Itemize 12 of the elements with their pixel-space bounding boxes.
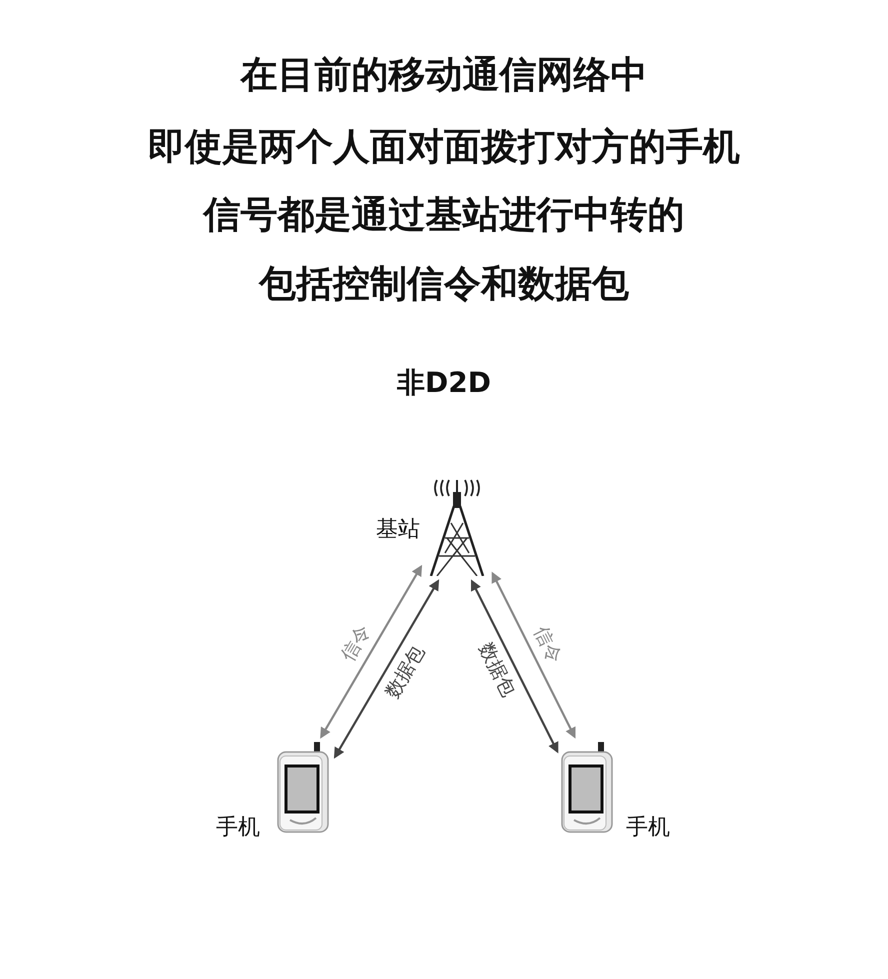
arrow	[320, 564, 422, 739]
phone-label: 手机	[626, 814, 670, 842]
arrow	[492, 572, 576, 739]
phone-label: 手机	[216, 814, 260, 842]
arrow	[471, 579, 558, 754]
heading-line: 包括控制信令和数据包	[257, 261, 630, 307]
arrow	[334, 579, 440, 759]
heading-line: 即使是两个人面对面拨打对方的手机	[147, 124, 741, 170]
heading-line: 信号都是通过基站进行中转的	[202, 192, 686, 238]
heading-line: 在目前的移动通信网络中	[239, 52, 648, 98]
base-station-label: 基站	[376, 516, 420, 544]
subtitle: 非D2D	[396, 365, 492, 401]
